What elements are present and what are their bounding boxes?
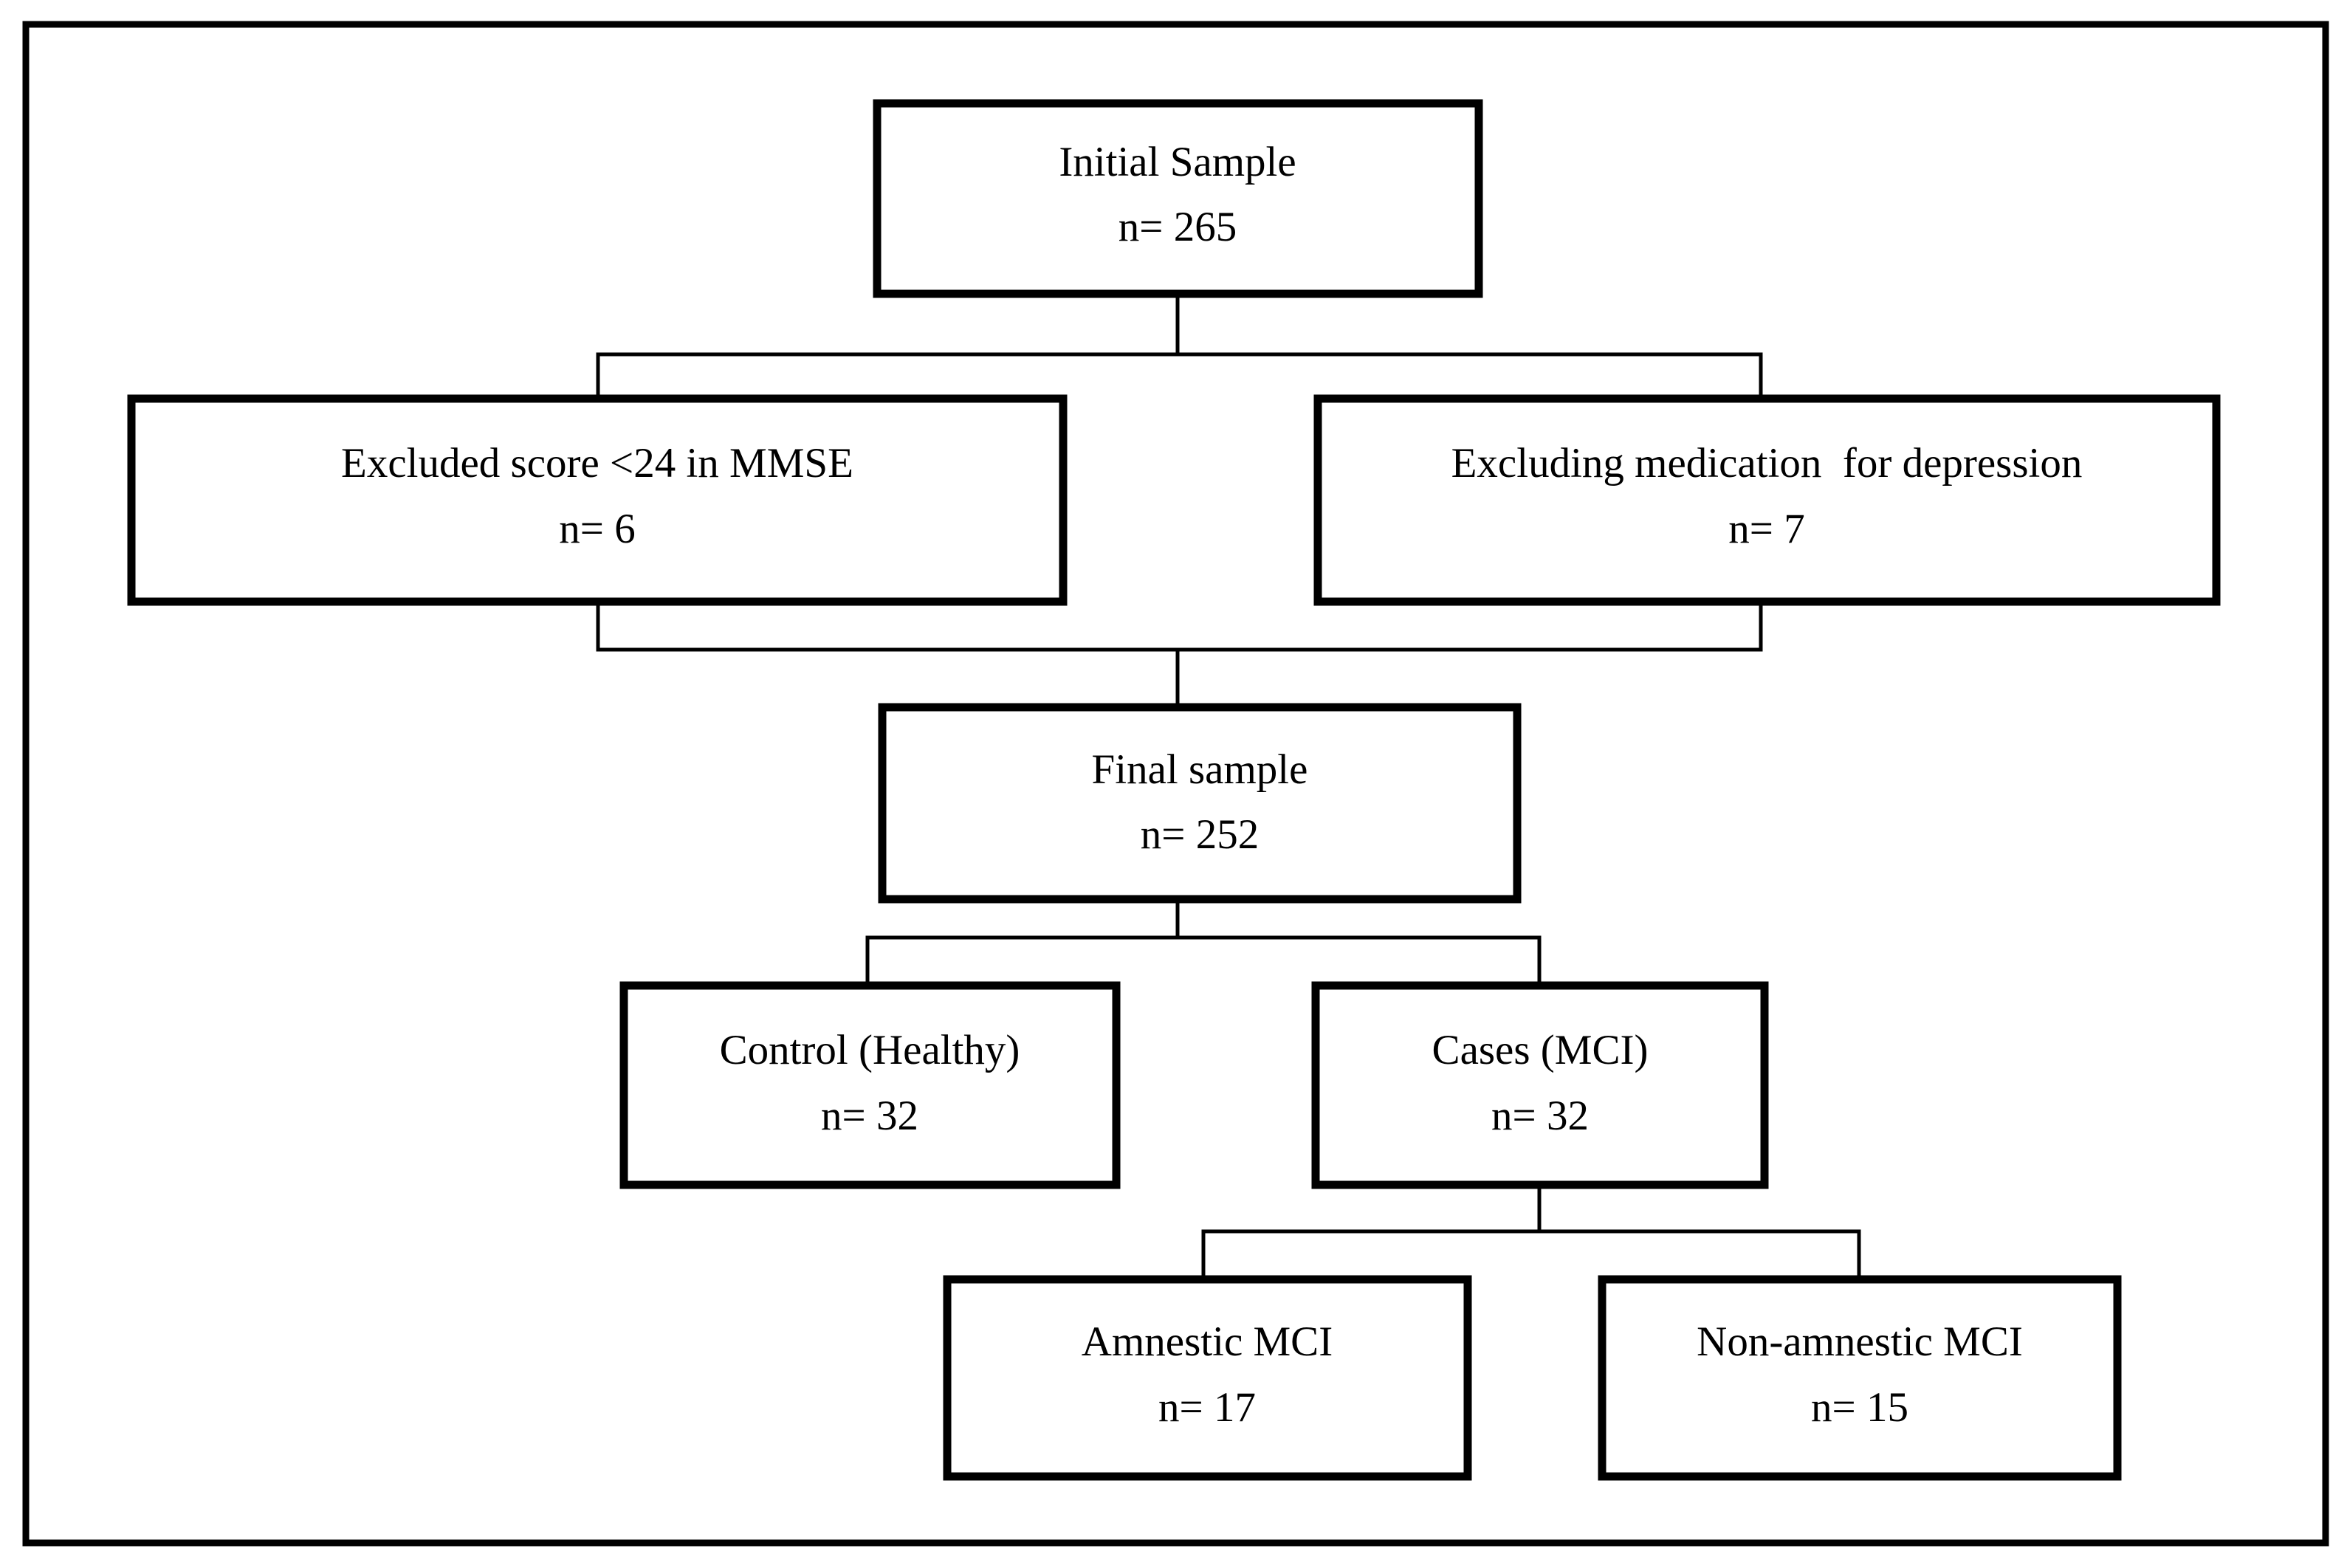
node-final-sample-count: n= 252 (1141, 811, 1259, 858)
node-excluded-medication-count: n= 7 (1728, 506, 1804, 552)
node-control-label: Control (Healthy) (720, 1027, 1020, 1073)
node-initial-sample-label: Initial Sample (1059, 139, 1296, 185)
node-excluded-mmse: Excluded score <24 in MMSE n= 6 (127, 394, 1068, 606)
node-cases: Cases (MCI) n= 32 (1311, 981, 1769, 1189)
node-amnestic-mci-count: n= 17 (1158, 1384, 1256, 1431)
node-initial-sample-count: n= 265 (1118, 204, 1237, 250)
node-excluded-medication-label: Excluding medication for depression (1451, 440, 2083, 486)
node-cases-count: n= 32 (1491, 1093, 1589, 1139)
connector-initial-to-exclusions (596, 292, 1763, 401)
node-excluded-mmse-label: Excluded score <24 in MMSE (341, 440, 853, 486)
connector-exclusions-to-final (596, 599, 1763, 709)
node-initial-sample: Initial Sample n= 265 (873, 99, 1483, 298)
node-non-amnestic-mci-count: n= 15 (1811, 1384, 1908, 1431)
connector-cases-to-subtypes (1201, 1183, 1861, 1282)
node-excluded-mmse-count: n= 6 (559, 506, 635, 552)
node-non-amnestic-mci-label: Non-amnestic MCI (1697, 1318, 2023, 1365)
connector-final-to-groups (865, 897, 1542, 988)
node-control: Control (Healthy) n= 32 (619, 981, 1121, 1189)
node-amnestic-mci: Amnestic MCI n= 17 (943, 1275, 1472, 1481)
node-non-amnestic-mci: Non-amnestic MCI n= 15 (1598, 1275, 2122, 1481)
node-final-sample-label: Final sample (1092, 746, 1308, 793)
node-amnestic-mci-label: Amnestic MCI (1082, 1318, 1333, 1365)
node-cases-label: Cases (MCI) (1432, 1027, 1649, 1073)
node-final-sample: Final sample n= 252 (878, 703, 1522, 904)
node-control-count: n= 32 (821, 1093, 918, 1139)
node-excluded-medication: Excluding medication for depression n= 7 (1313, 394, 2221, 606)
